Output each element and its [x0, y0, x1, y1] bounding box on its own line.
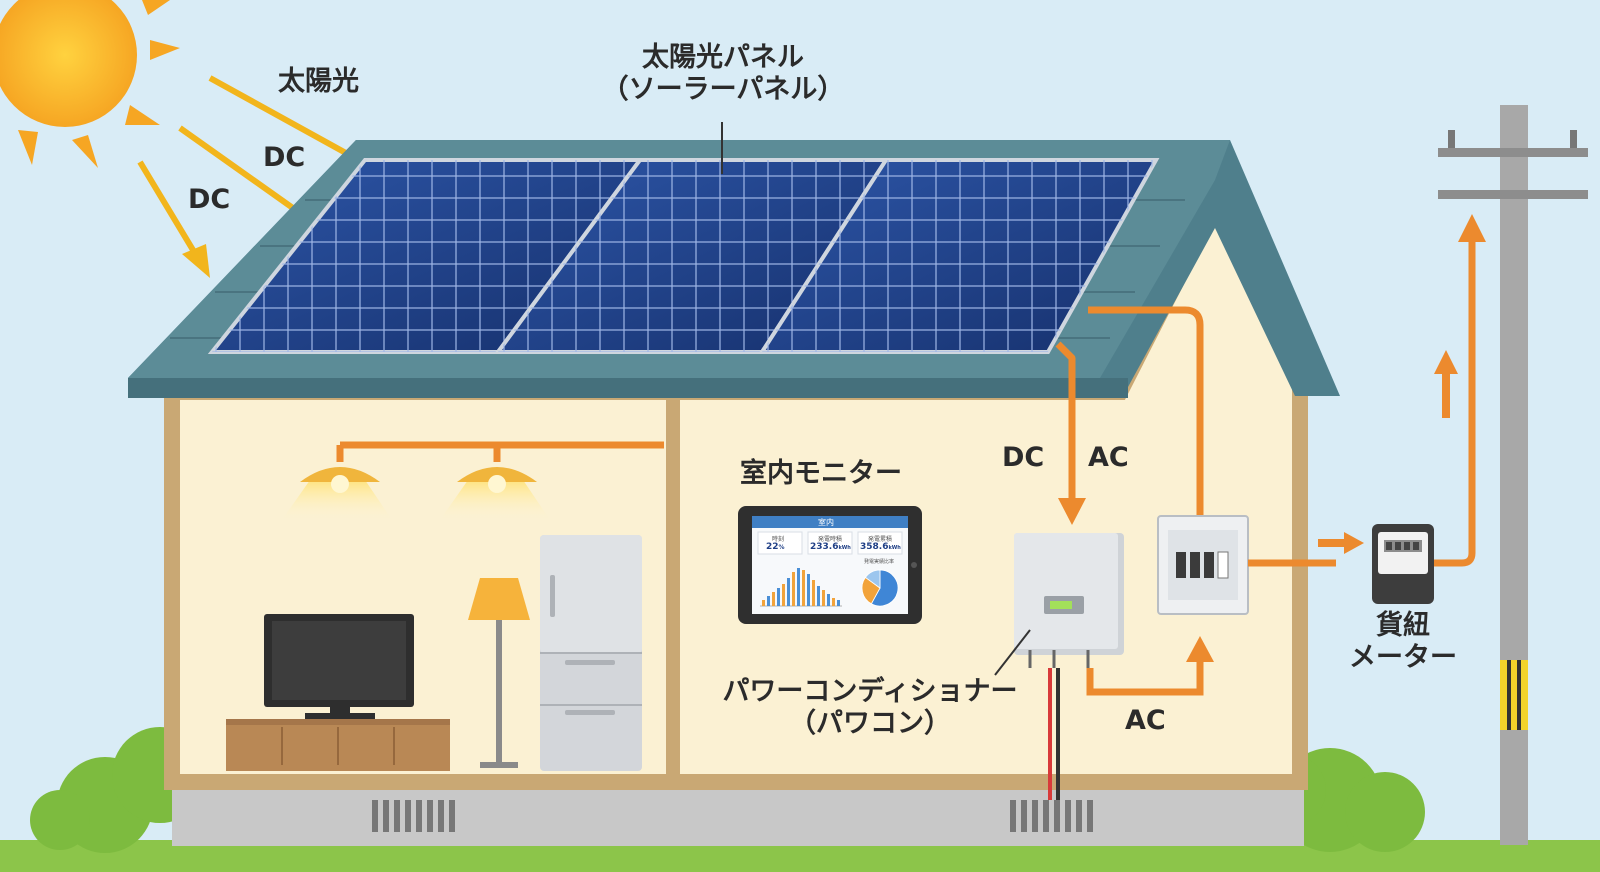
dc-label-ray-1: DC — [263, 142, 306, 173]
monitor-bar — [762, 600, 765, 606]
electricity-meter — [1372, 524, 1434, 604]
monitor-pie-slice — [861, 576, 881, 605]
monitor-bar — [787, 578, 790, 606]
monitor-card-1-number: 22 — [766, 542, 779, 552]
monitor-card-2-value: 233.6kWh — [810, 542, 851, 552]
upward-arrow — [1434, 350, 1458, 418]
monitor-bar — [782, 584, 785, 606]
ceiling-wiring — [336, 441, 664, 462]
monitor-bar — [832, 598, 835, 606]
solar-panels — [207, 158, 1160, 354]
indoor-monitor-tablet — [738, 506, 922, 624]
monitor-card-1-label: 時刻 — [772, 536, 785, 543]
meter-label-line2: メーター — [1349, 642, 1457, 674]
solar-panel-title-line2: （ソーラーパネル） — [601, 74, 845, 106]
monitor-card-3-value: 358.6kWh — [860, 542, 901, 552]
monitor-bar-chart — [760, 568, 842, 607]
dc-label-ray-2: DC — [188, 184, 231, 215]
solar-panel-title: 太陽光パネル （ソーラーパネル） — [598, 42, 848, 107]
monitor-card-2-label: 発電時積 — [818, 536, 843, 543]
interior-wall — [666, 398, 680, 782]
power-conditioner-label-line2: （パワコン） — [789, 708, 951, 740]
right-vent — [1010, 800, 1093, 832]
breaker-box — [1157, 515, 1249, 615]
sunlight-label: 太陽光 — [278, 66, 359, 97]
left-vent — [372, 800, 455, 832]
power-conditioner-label-line1: パワーコンディショナー — [722, 676, 1018, 707]
monitor-card-1-unit: % — [778, 544, 785, 551]
monitor-bar — [807, 574, 810, 606]
ac-output-wire — [1086, 660, 1204, 696]
meter-label-line1: 貨紐 — [1376, 610, 1430, 641]
power-conditioner — [1014, 533, 1124, 668]
indoor-monitor-label: 室内モニター — [740, 458, 902, 489]
monitor-bar — [822, 590, 825, 606]
tv — [264, 614, 414, 719]
monitor-bar — [812, 580, 815, 606]
monitor-bar — [777, 588, 780, 606]
power-conditioner-label: パワーコンディショナー （パワコン） — [700, 676, 1040, 741]
sun-icon — [0, 0, 180, 168]
monitor-pie-chart — [861, 569, 899, 607]
to-pole-arrow — [1458, 214, 1486, 242]
monitor-pie-slice — [864, 569, 881, 589]
monitor-card-3-unit: kWh — [888, 545, 901, 551]
monitor-bar — [827, 594, 830, 606]
monitor-bar — [767, 596, 770, 606]
monitor-card-3-number: 358.6 — [860, 542, 889, 552]
monitor-bar — [797, 568, 800, 606]
ac-label-down: AC — [1088, 442, 1129, 473]
monitor-bar — [792, 572, 795, 606]
refrigerator — [540, 535, 642, 771]
monitor-bar — [817, 586, 820, 606]
monitor-pie-title: 発電実績比率 — [864, 559, 895, 565]
ceiling-lamp-right — [440, 467, 550, 520]
house-foundation — [172, 780, 1304, 846]
ac-up-arrow — [1186, 636, 1214, 662]
solar-panel-title-line1: 太陽光パネル — [642, 42, 804, 73]
floor-lamp — [468, 578, 530, 768]
monitor-pie-slice — [870, 569, 899, 607]
monitor-header-bar — [752, 516, 908, 528]
ac-label-bottom: AC — [1125, 705, 1166, 736]
tv-stand — [226, 719, 450, 771]
dc-label-down: DC — [1002, 442, 1045, 473]
pcs-label-leader — [994, 629, 1031, 676]
monitor-bar — [837, 600, 840, 606]
to-meter-arrow — [1318, 532, 1364, 554]
dc-down-arrow — [1058, 498, 1086, 525]
monitor-card-2-unit: kWh — [838, 545, 851, 551]
monitor-card-2-number: 233.6 — [810, 542, 839, 552]
meter-to-pole-wire — [1434, 240, 1476, 567]
utility-pole — [1438, 105, 1588, 845]
monitor-bar — [772, 592, 775, 606]
ceiling-lamp-left — [282, 467, 392, 520]
monitor-bar — [802, 570, 805, 606]
meter-label: 貨紐 メーター — [1338, 610, 1468, 675]
monitor-header-text: 室内 — [818, 518, 834, 527]
dc-ac-wiring — [1055, 306, 1204, 518]
monitor-card-1-value: 22% — [766, 542, 785, 552]
monitor-card-3-label: 発電累積 — [868, 536, 893, 543]
